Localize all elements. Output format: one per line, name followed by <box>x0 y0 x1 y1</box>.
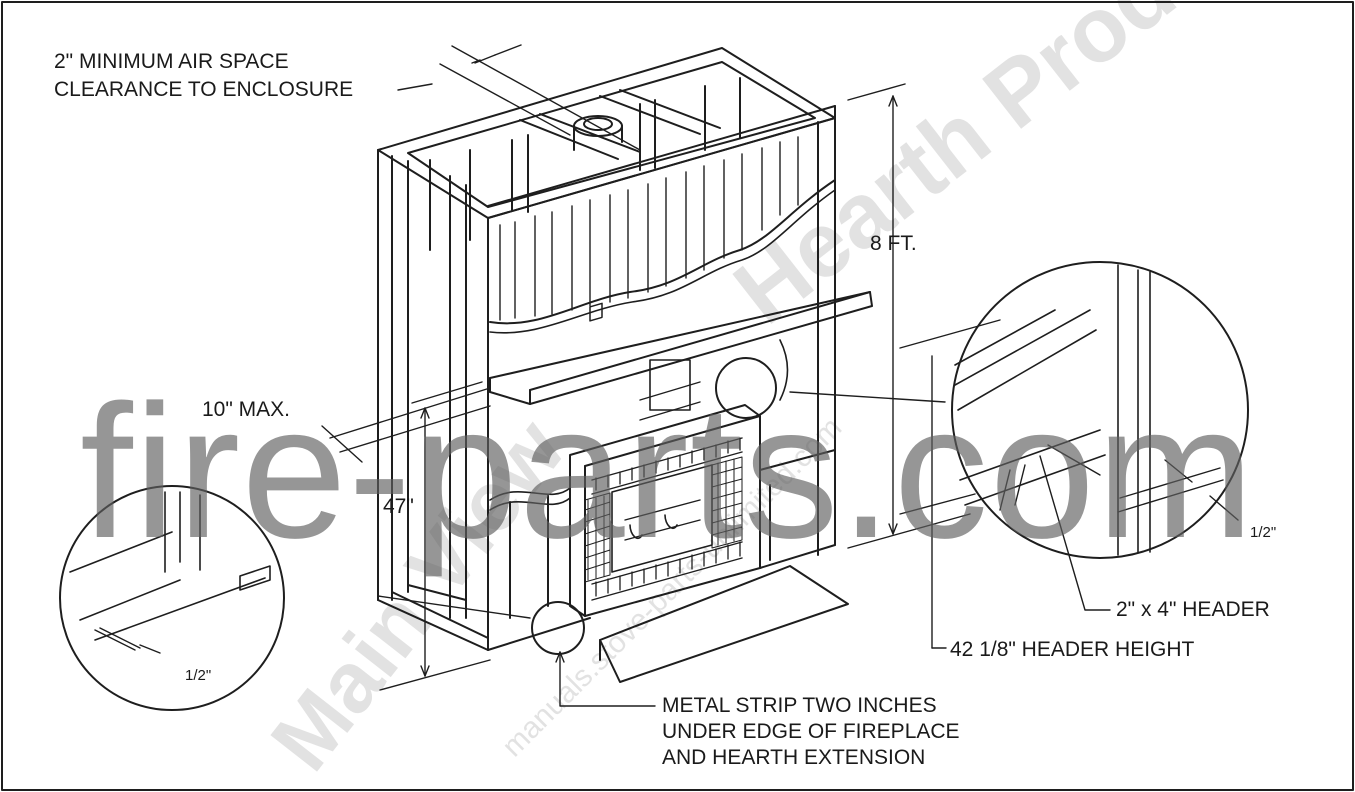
chase-panel <box>489 136 836 334</box>
label-metal-strip-line2: UNDER EDGE OF FIREPLACE <box>662 720 960 743</box>
fireplace-unit <box>569 302 789 617</box>
label-air-space-line2: CLEARANCE TO ENCLOSURE <box>54 78 354 101</box>
metal-strip-detail-circle <box>59 485 285 711</box>
label-header: 2" x 4" HEADER <box>1116 598 1270 621</box>
header-detail-marker <box>715 357 777 419</box>
header-detail-circle <box>951 261 1249 611</box>
label-half-inch-left: 1/2" <box>185 667 212 684</box>
watermark-fire-parts: fire-parts.com <box>80 366 1256 578</box>
enclosure-frame <box>377 47 836 651</box>
label-half-inch-right: 1/2" <box>1250 524 1277 541</box>
strip-detail-marker <box>531 601 585 655</box>
label-metal-strip-line1: METAL STRIP TWO INCHES <box>662 694 937 717</box>
label-ten-max: 10" MAX. <box>202 398 290 421</box>
mantel-shelf <box>489 291 873 405</box>
label-forty-seven: 47" <box>383 495 414 518</box>
dimension-lines <box>321 44 1001 707</box>
label-eight-ft: 8 FT. <box>870 232 917 255</box>
label-header-height: 42 1/8" HEADER HEIGHT <box>950 638 1195 661</box>
label-metal-strip-line3: AND HEARTH EXTENSION <box>662 746 926 769</box>
label-air-space-line1: 2" MINIMUM AIR SPACE <box>54 50 289 73</box>
hearth-extension <box>489 449 849 683</box>
